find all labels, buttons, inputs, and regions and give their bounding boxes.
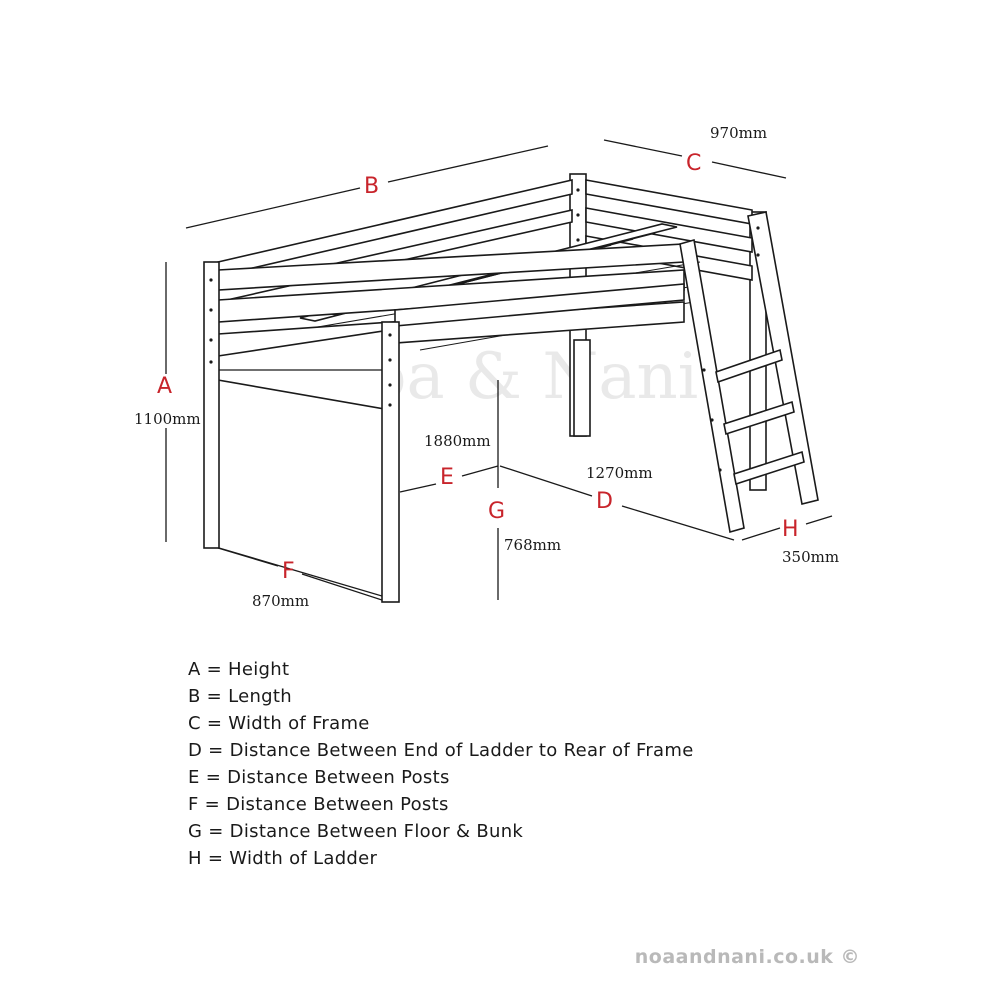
bolt-dots xyxy=(209,188,760,472)
dim-letter-e: E xyxy=(440,465,454,490)
dim-letter-b: B xyxy=(364,174,379,199)
dim-value-e: 1880mm xyxy=(424,432,491,450)
legend-item-e: E = Distance Between Posts xyxy=(188,767,450,788)
legend-item-d: D = Distance Between End of Ladder to Re… xyxy=(188,740,694,761)
dim-letter-h: H xyxy=(782,517,799,542)
dim-value-c: 970mm xyxy=(710,124,767,142)
legend-item-g: G = Distance Between Floor & Bunk xyxy=(188,821,524,842)
dim-letter-g: G xyxy=(488,499,505,524)
legend-item-f: F = Distance Between Posts xyxy=(188,794,449,815)
dimension-legend: A = Height B = Length C = Width of Frame… xyxy=(188,656,694,872)
dim-letter-a: A xyxy=(157,374,172,399)
dim-letter-d: D xyxy=(596,489,613,514)
legend-item-h: H = Width of Ladder xyxy=(188,848,378,869)
dim-value-f: 870mm xyxy=(252,592,309,610)
dim-value-a: 1100mm xyxy=(134,410,201,428)
dim-value-d: 1270mm xyxy=(586,464,653,482)
legend-item-a: A = Height xyxy=(188,659,290,680)
dim-value-h: 350mm xyxy=(782,548,839,566)
dim-value-g: 768mm xyxy=(504,536,561,554)
site-credit: noaandnani.co.uk © xyxy=(634,946,860,968)
dimension-lines xyxy=(165,139,833,601)
dim-letter-f: F xyxy=(282,559,295,584)
dim-letter-c: C xyxy=(686,151,701,176)
legend-item-c: C = Width of Frame xyxy=(188,713,370,734)
bed-illustration xyxy=(203,173,819,603)
legend-item-b: B = Length xyxy=(188,686,292,707)
